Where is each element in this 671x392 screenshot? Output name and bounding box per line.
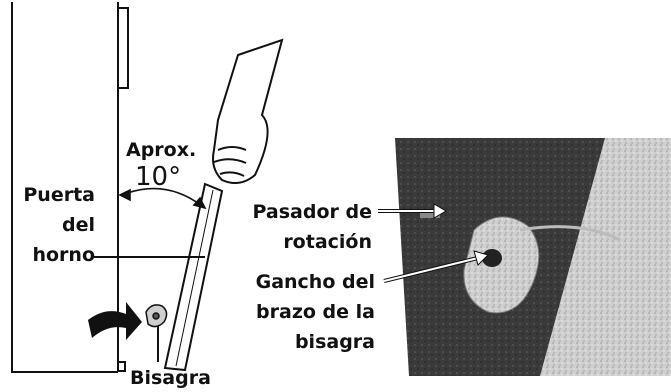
oven-door-tilted	[163, 182, 224, 372]
door-label-line2: del	[62, 214, 95, 236]
door-label-line3: horno	[32, 244, 95, 266]
angle-label: 10°	[135, 162, 182, 192]
push-arrow-icon	[88, 302, 142, 340]
door-label-line1: Puerta	[23, 184, 95, 206]
hinge-photo	[395, 138, 671, 376]
oven-body	[11, 2, 129, 373]
hinge-icon	[145, 304, 168, 362]
hook-label-line3: bisagra	[294, 331, 375, 353]
hand-icon	[212, 38, 284, 185]
approx-label: Aprox.	[126, 139, 197, 161]
hinge-label: Bisagra	[130, 367, 211, 389]
photo-leader-arrows	[378, 203, 489, 283]
hook-label-line2: brazo de la	[256, 301, 375, 323]
pin-label-line1: Pasador de	[252, 201, 373, 223]
pin-label-line2: rotación	[283, 231, 372, 253]
angle-indicator	[118, 187, 207, 210]
hook-label-line1: Gancho del	[255, 271, 375, 293]
